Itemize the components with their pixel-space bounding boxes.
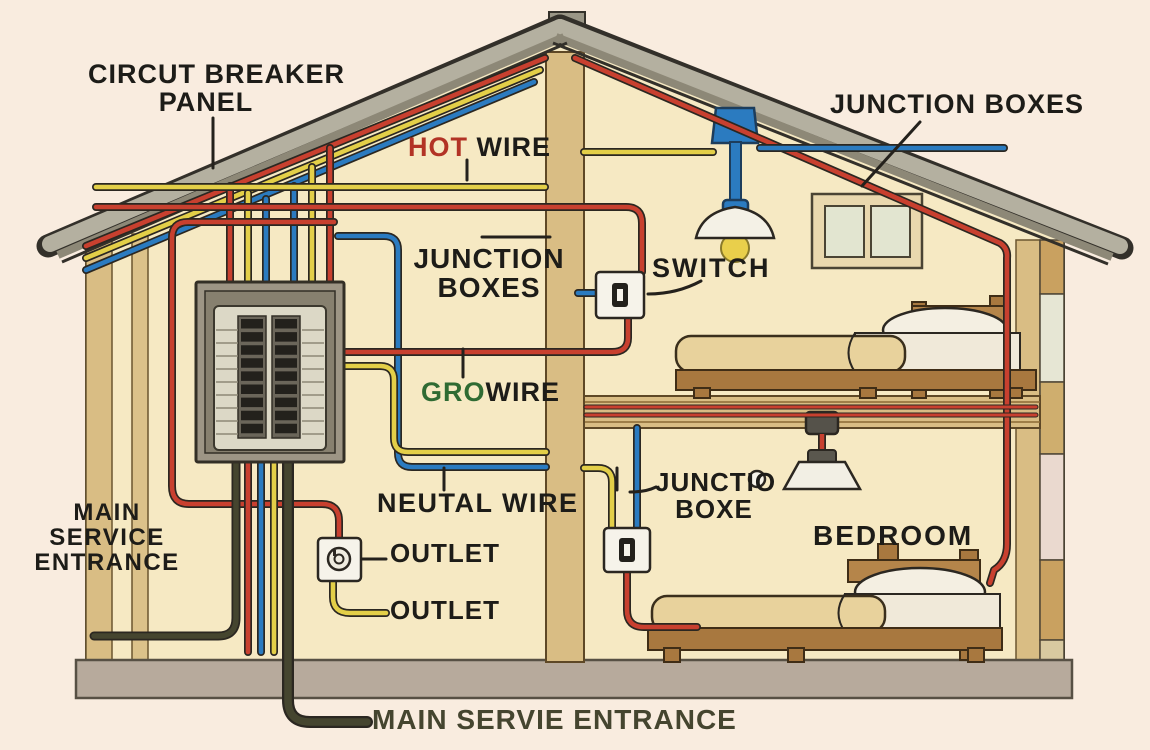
left-wall-stud-inner	[131, 233, 149, 663]
bed-rail	[675, 369, 1037, 391]
lamp-shade	[694, 205, 776, 240]
bed-lower	[647, 543, 1003, 663]
left-wall-stud	[85, 237, 113, 663]
leader-neutral-wire	[442, 466, 619, 492]
artifact-circle	[747, 469, 767, 489]
right-wall-masonry	[1039, 239, 1065, 663]
leader-junctio-boxe	[628, 485, 658, 494]
center-post	[545, 51, 585, 663]
leader-switch	[646, 279, 703, 296]
circuit-list-lines	[216, 329, 324, 435]
window	[810, 192, 924, 270]
mattress	[674, 334, 907, 374]
bed-rail	[647, 627, 1003, 651]
foundation	[74, 658, 1074, 700]
leader-junction-boxes-top	[860, 120, 922, 188]
circuit-breaker-panel	[194, 280, 346, 464]
label-leaders	[211, 116, 922, 561]
bedroom-ceiling-light	[747, 410, 863, 491]
lamp-shade	[781, 460, 863, 491]
switch-lower	[602, 526, 652, 574]
bed-upper	[674, 295, 1037, 399]
switch-upper	[594, 270, 646, 320]
outlet-box	[316, 536, 363, 583]
right-wall-stud	[1015, 239, 1041, 663]
